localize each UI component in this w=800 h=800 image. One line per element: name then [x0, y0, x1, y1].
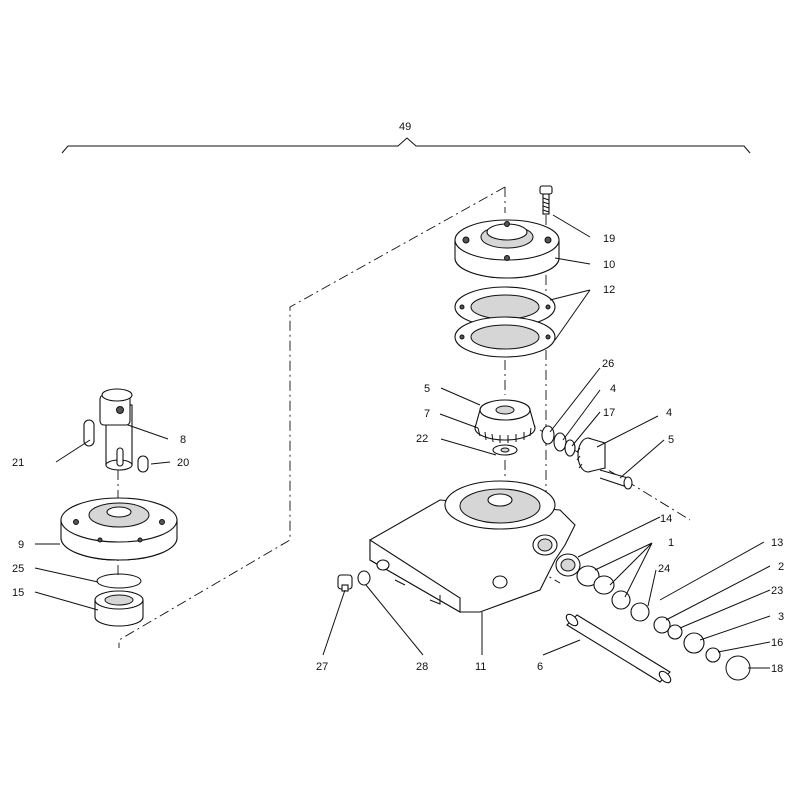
callout-22: 22 — [416, 433, 428, 445]
callout-49: 49 — [399, 121, 411, 133]
callout-3: 3 — [778, 611, 784, 623]
callout-23: 23 — [771, 585, 783, 597]
callout-28: 28 — [416, 661, 428, 673]
callout-8: 8 — [180, 434, 186, 446]
washer-part-28 — [357, 570, 371, 586]
callout-2: 2 — [778, 561, 784, 573]
callout-14: 14 — [660, 513, 672, 525]
gasket-part-12 — [454, 286, 556, 358]
callout-9: 9 — [18, 539, 24, 551]
callout-6: 6 — [537, 661, 543, 673]
callout-13: 13 — [771, 537, 783, 549]
bevel-gear-part-5 — [474, 399, 536, 443]
callout-25: 25 — [12, 563, 24, 575]
callout-10: 10 — [603, 259, 615, 271]
callout-27: 27 — [316, 661, 328, 673]
bottom-flange-part-9 — [60, 497, 178, 561]
leader-lines — [34, 214, 771, 669]
key-part-21 — [83, 419, 95, 447]
callout-17: 17 — [603, 407, 615, 419]
callout-15: 15 — [12, 587, 24, 599]
washer-part-22 — [492, 444, 518, 456]
callout-24: 24 — [658, 563, 670, 575]
callout-1: 1 — [668, 537, 674, 549]
pinion-shaft-part-5 — [576, 437, 633, 490]
callout-11: 11 — [475, 661, 486, 673]
callout-26: 26 — [602, 358, 614, 370]
assembly-bracket — [61, 137, 751, 154]
top-flange-part-10 — [454, 219, 560, 279]
callout-4-upper: 4 — [610, 383, 616, 395]
callout-21: 21 — [12, 457, 24, 469]
callout-labels: 19 10 12 26 5 4 7 17 4 22 5 8 21 20 9 25… — [12, 233, 784, 675]
callout-16: 16 — [771, 637, 783, 649]
callout-18: 18 — [771, 663, 783, 675]
plug-part-27 — [337, 574, 353, 592]
callout-7: 7 — [424, 408, 430, 420]
screw-part-19 — [539, 185, 553, 215]
callout-19: 19 — [603, 233, 615, 245]
key-part-20 — [137, 455, 149, 473]
callout-5-side: 5 — [668, 434, 674, 446]
gear-housing-part-11 — [369, 480, 576, 613]
circlip-part-25 — [96, 573, 142, 589]
callout-12: 12 — [603, 284, 615, 296]
output-shaft-part-8 — [99, 388, 133, 471]
long-shaft-part-6 — [565, 613, 672, 684]
callout-5-top: 5 — [424, 383, 430, 395]
callout-4-lower: 4 — [666, 407, 672, 419]
callout-20: 20 — [177, 457, 189, 469]
washers-upper-right — [541, 425, 576, 457]
bearing-part-15 — [94, 590, 144, 627]
